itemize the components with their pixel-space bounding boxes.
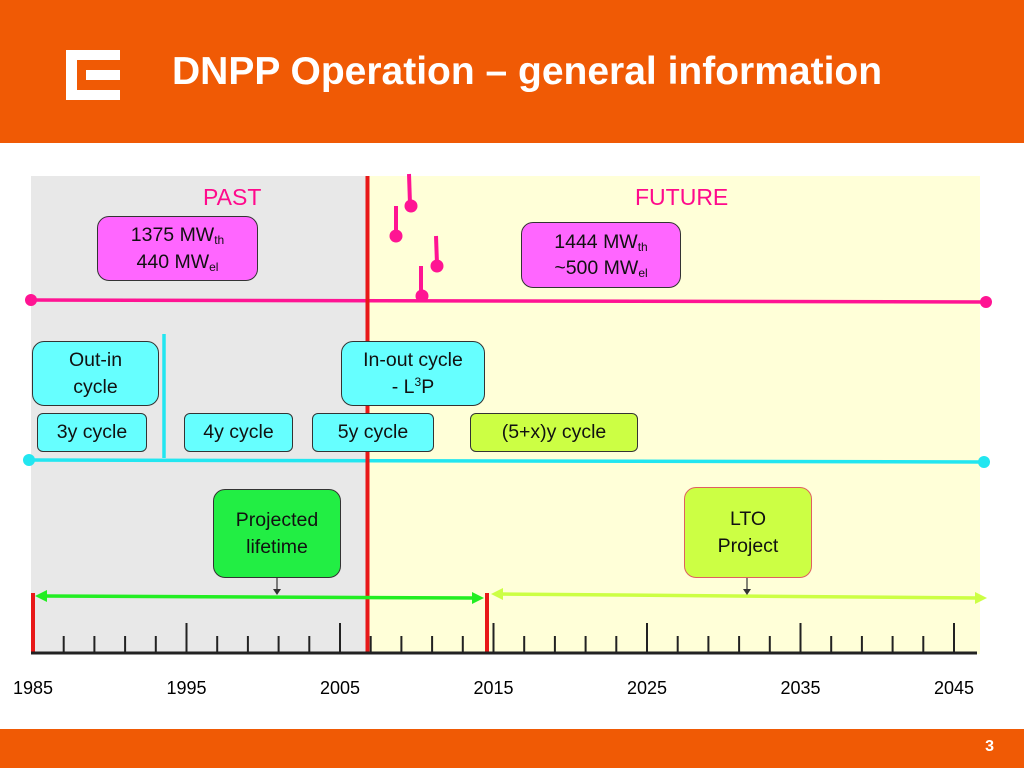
lto-project-label: LTO Project bbox=[717, 508, 779, 557]
four-year-cycle-label: 4y cycle bbox=[203, 421, 274, 444]
cycle-line bbox=[28, 458, 985, 464]
year-label: 2005 bbox=[319, 678, 361, 698]
projected-lifetime-pointer bbox=[273, 578, 281, 595]
power-uprate-pins bbox=[389, 173, 444, 303]
lto-arrow bbox=[491, 588, 987, 604]
page-number: 3 bbox=[985, 738, 994, 755]
future-thermal-sub: th bbox=[637, 239, 648, 254]
lto-pointer bbox=[743, 578, 751, 595]
power-line-start-dot bbox=[25, 294, 37, 306]
past-thermal-power: 1375 MW bbox=[130, 224, 215, 247]
cez-logo-icon bbox=[66, 50, 120, 100]
projected-lifetime-box: Projected lifetime bbox=[213, 489, 341, 578]
in-out-l3p-sup: 3 bbox=[414, 374, 422, 389]
footer-bar: 3 bbox=[0, 729, 1024, 768]
out-in-cycle-label: Out-in cycle bbox=[68, 349, 123, 398]
lto-project-box: LTO Project bbox=[684, 487, 812, 578]
in-out-cycle-label: In-out cycle bbox=[363, 349, 463, 372]
past-electric-sub: el bbox=[209, 259, 219, 274]
out-in-cycle-box: Out-in cycle bbox=[32, 341, 159, 406]
in-out-l3p-suffix: P bbox=[421, 375, 435, 398]
in-out-cycle-box: In-out cycle - L3P bbox=[341, 341, 485, 406]
projected-lifetime-label: Projected lifetime bbox=[235, 509, 319, 558]
year-label: 2025 bbox=[626, 678, 668, 698]
past-thermal-sub: th bbox=[214, 233, 225, 248]
year-label: 2035 bbox=[780, 678, 821, 698]
year-label: 2015 bbox=[473, 678, 514, 698]
projected-lifetime-arrow bbox=[35, 590, 484, 604]
past-label: PAST bbox=[203, 184, 262, 210]
past-electric-power: 440 MW bbox=[136, 250, 210, 273]
four-year-cycle-box: 4y cycle bbox=[184, 413, 293, 452]
year-label: 1985 bbox=[12, 678, 54, 698]
future-electric-sub: el bbox=[638, 266, 648, 280]
power-line bbox=[30, 298, 987, 304]
future-power-box: 1444 MWth ~500 MWel bbox=[521, 222, 681, 288]
cycle-line-end-dot bbox=[978, 456, 990, 468]
five-plus-x-cycle-box: (5+x)y cycle bbox=[470, 413, 638, 452]
slide-title: DNPP Operation – general information bbox=[172, 50, 883, 93]
future-label: FUTURE bbox=[635, 184, 729, 210]
cycle-line-start-dot bbox=[23, 454, 35, 466]
five-plus-x-cycle-label: (5+x)y cycle bbox=[501, 421, 607, 444]
future-thermal-power: 1444 MW bbox=[554, 230, 638, 253]
future-electric-power: ~500 MW bbox=[554, 257, 639, 279]
year-label: 2045 bbox=[933, 678, 975, 698]
past-power-box: 1375 MWth 440 MWel bbox=[97, 216, 258, 281]
three-year-cycle-label: 3y cycle bbox=[56, 421, 128, 444]
year-label: 1995 bbox=[166, 678, 207, 698]
five-year-cycle-box: 5y cycle bbox=[312, 413, 434, 452]
in-out-l3p-prefix: - L bbox=[391, 375, 415, 398]
five-year-cycle-label: 5y cycle bbox=[337, 421, 409, 444]
header-bar: DNPP Operation – general information bbox=[0, 0, 1024, 143]
time-axis-ticks bbox=[62, 623, 955, 653]
three-year-cycle-box: 3y cycle bbox=[37, 413, 147, 452]
power-line-end-dot bbox=[980, 296, 992, 308]
